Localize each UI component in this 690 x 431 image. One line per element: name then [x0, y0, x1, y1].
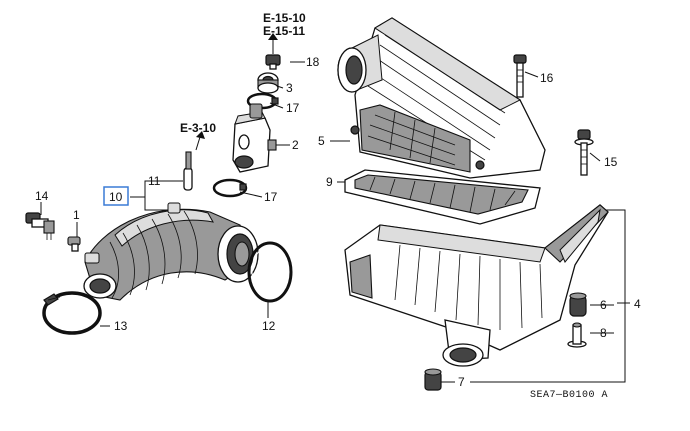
part-10-intake-duct — [83, 202, 259, 301]
part-9-filter-element — [344, 169, 541, 225]
callout-14[interactable]: 14 — [35, 189, 49, 203]
part-14-intake-temp-sensor — [25, 212, 55, 240]
ref-e15-11[interactable]: E-15-11 — [263, 24, 305, 38]
callout-15[interactable]: 15 — [604, 155, 618, 169]
ref-e3-10[interactable]: E-3-10 — [180, 121, 216, 135]
callout-2[interactable]: 2 — [292, 138, 299, 152]
part-11-breather-pipe — [183, 151, 193, 191]
leader-lines — [40, 61, 630, 383]
callout-10[interactable]: 10 — [109, 190, 123, 204]
callout-17-upper[interactable]: 17 — [286, 101, 300, 115]
part-6-mount-rubber — [569, 292, 587, 317]
callout-6[interactable]: 6 — [600, 298, 607, 312]
cover-grid — [367, 111, 456, 166]
ref-e15-10[interactable]: E-15-10 — [263, 11, 306, 25]
part-5-upper-cover — [337, 17, 546, 179]
reference-labels: E-15-10 E-15-11 E-3-10 — [180, 11, 306, 135]
callout-4[interactable]: 4 — [634, 297, 641, 311]
callout-17-lower[interactable]: 17 — [264, 190, 278, 204]
filter-pleats — [369, 176, 516, 213]
part-13-band-clamp — [42, 291, 102, 335]
part-12-seal-ring — [247, 241, 293, 303]
callout-9[interactable]: 9 — [326, 175, 333, 189]
callout-3[interactable]: 3 — [286, 81, 293, 95]
callout-10-highlight-box — [103, 186, 129, 206]
part-8-collar — [567, 322, 587, 348]
callout-numbers: 18 3 17 2 17 16 5 9 15 4 6 8 7 13 12 1 1… — [35, 55, 641, 389]
part-2-resonator — [232, 103, 277, 173]
callout-1[interactable]: 1 — [73, 208, 80, 222]
callout-16[interactable]: 16 — [540, 71, 554, 85]
part-4-lower-housing — [344, 204, 609, 367]
part-1-clip — [67, 236, 81, 252]
part-3-connector — [257, 72, 279, 94]
callout-13[interactable]: 13 — [114, 319, 128, 333]
part-18-grommet — [265, 54, 281, 70]
part-16-bolt — [513, 54, 527, 98]
callout-5[interactable]: 5 — [318, 134, 325, 148]
callout-18[interactable]: 18 — [306, 55, 320, 69]
housing-ribs — [394, 244, 543, 330]
diagram-code: SEA7—B0100 A — [530, 390, 608, 401]
callout-11[interactable]: 11 — [148, 174, 161, 188]
part-17-clamp-lower — [212, 178, 248, 198]
callout-12[interactable]: 12 — [262, 319, 276, 333]
part-15-bolt — [574, 129, 594, 176]
callout-8[interactable]: 8 — [600, 326, 607, 340]
duct-ribs — [109, 210, 198, 299]
callout-7[interactable]: 7 — [458, 375, 465, 389]
part-7-grommet — [424, 368, 442, 391]
